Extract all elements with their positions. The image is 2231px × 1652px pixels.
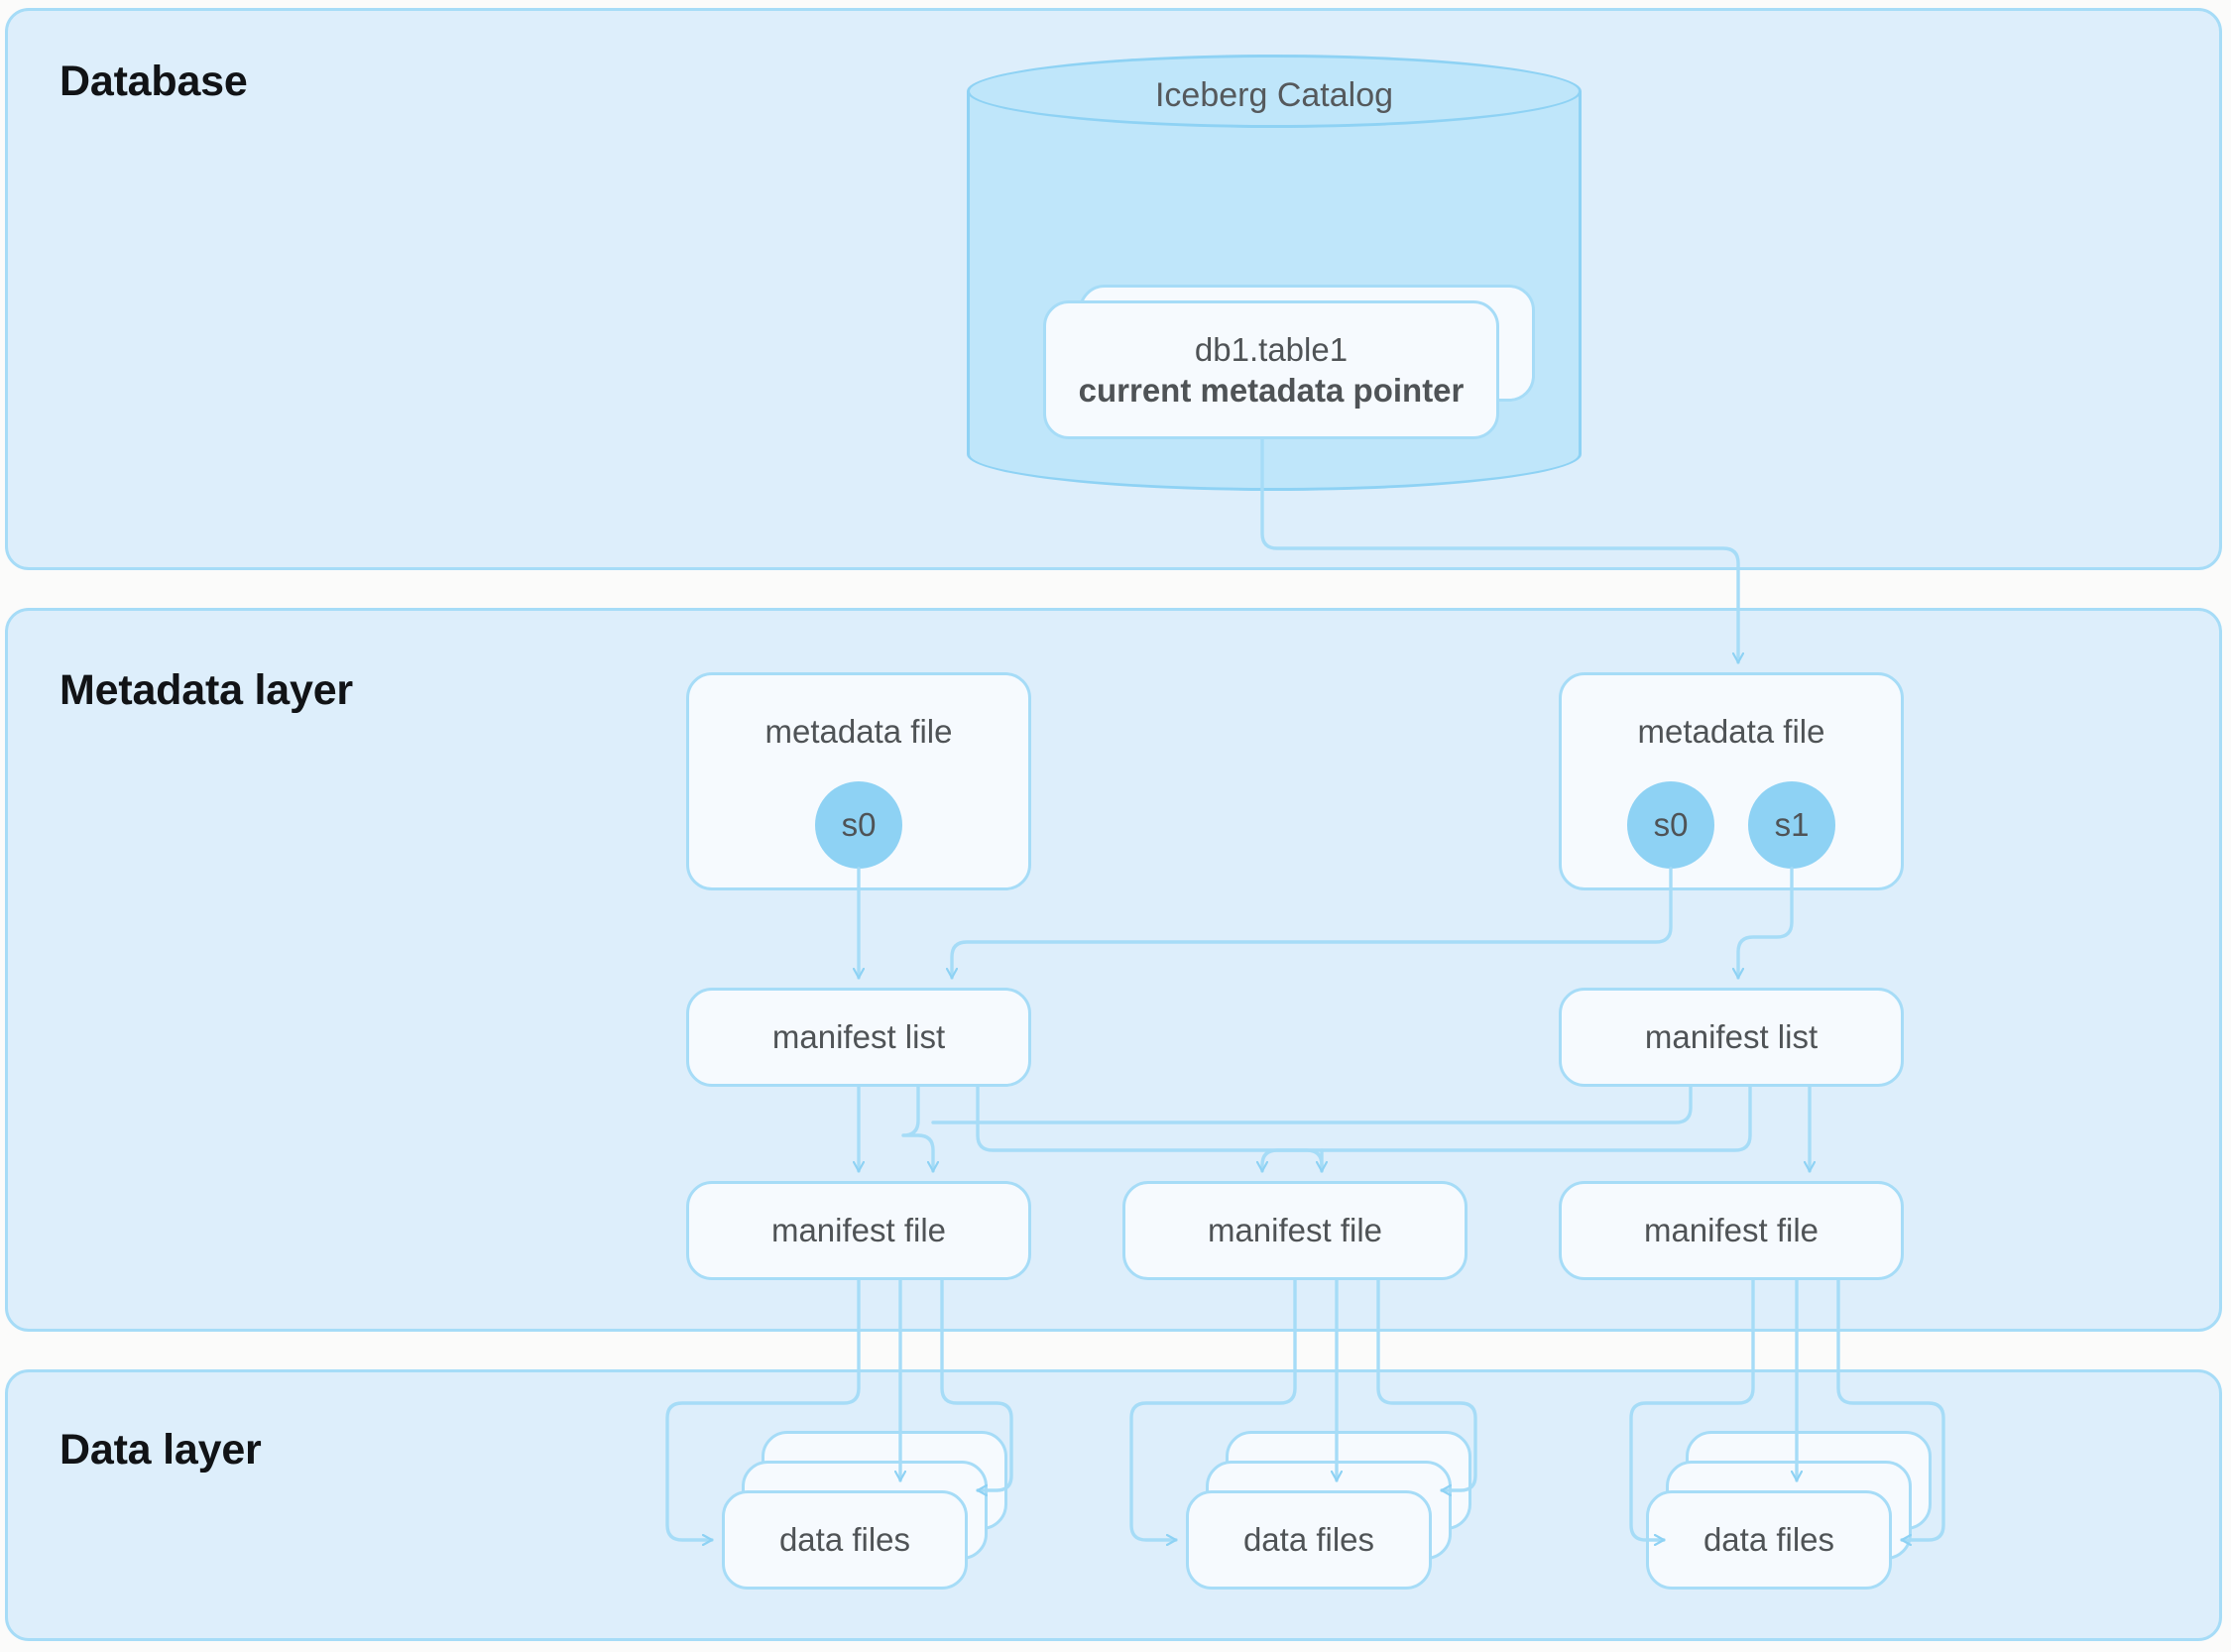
catalog-entry-table-name: db1.table1 [1194, 330, 1349, 368]
data-files-1[interactable]: data files [1186, 1490, 1432, 1590]
data-files-0-label: data files [778, 1521, 911, 1559]
snapshot-s0-in-metadata-file-0[interactable]: s0 [815, 781, 902, 869]
manifest-file-2[interactable]: manifest file [1559, 1181, 1904, 1280]
layer-label-metadata: Metadata layer [59, 666, 353, 714]
metadata-file-0-label: metadata file [764, 713, 953, 750]
data-files-0[interactable]: data files [722, 1490, 968, 1590]
manifest-file-1-label: manifest file [1207, 1212, 1383, 1249]
manifest-file-0[interactable]: manifest file [686, 1181, 1031, 1280]
data-files-2-label: data files [1703, 1521, 1835, 1559]
manifest-list-0-label: manifest list [771, 1018, 946, 1056]
metadata-file-1-label: metadata file [1637, 713, 1825, 750]
manifest-file-1[interactable]: manifest file [1122, 1181, 1468, 1280]
catalog-entry-card[interactable]: db1.table1 current metadata pointer [1043, 300, 1499, 439]
manifest-list-1[interactable]: manifest list [1559, 988, 1904, 1087]
manifest-file-0-label: manifest file [770, 1212, 947, 1249]
data-files-1-label: data files [1242, 1521, 1375, 1559]
metadata-file-1[interactable]: metadata file [1559, 672, 1904, 890]
manifest-list-0[interactable]: manifest list [686, 988, 1031, 1087]
cylinder-top-ellipse [967, 55, 1582, 128]
manifest-list-1-label: manifest list [1644, 1018, 1819, 1056]
catalog-entry-pointer-label: current metadata pointer [1078, 372, 1465, 409]
layer-label-data: Data layer [59, 1426, 262, 1474]
snapshot-s1-in-metadata-file-1[interactable]: s1 [1748, 781, 1835, 869]
snapshot-s0-in-metadata-file-1[interactable]: s0 [1627, 781, 1714, 869]
layer-label-database: Database [59, 58, 248, 105]
data-files-2[interactable]: data files [1646, 1490, 1892, 1590]
manifest-file-2-label: manifest file [1643, 1212, 1820, 1249]
catalog-title: Iceberg Catalog [1154, 76, 1394, 114]
